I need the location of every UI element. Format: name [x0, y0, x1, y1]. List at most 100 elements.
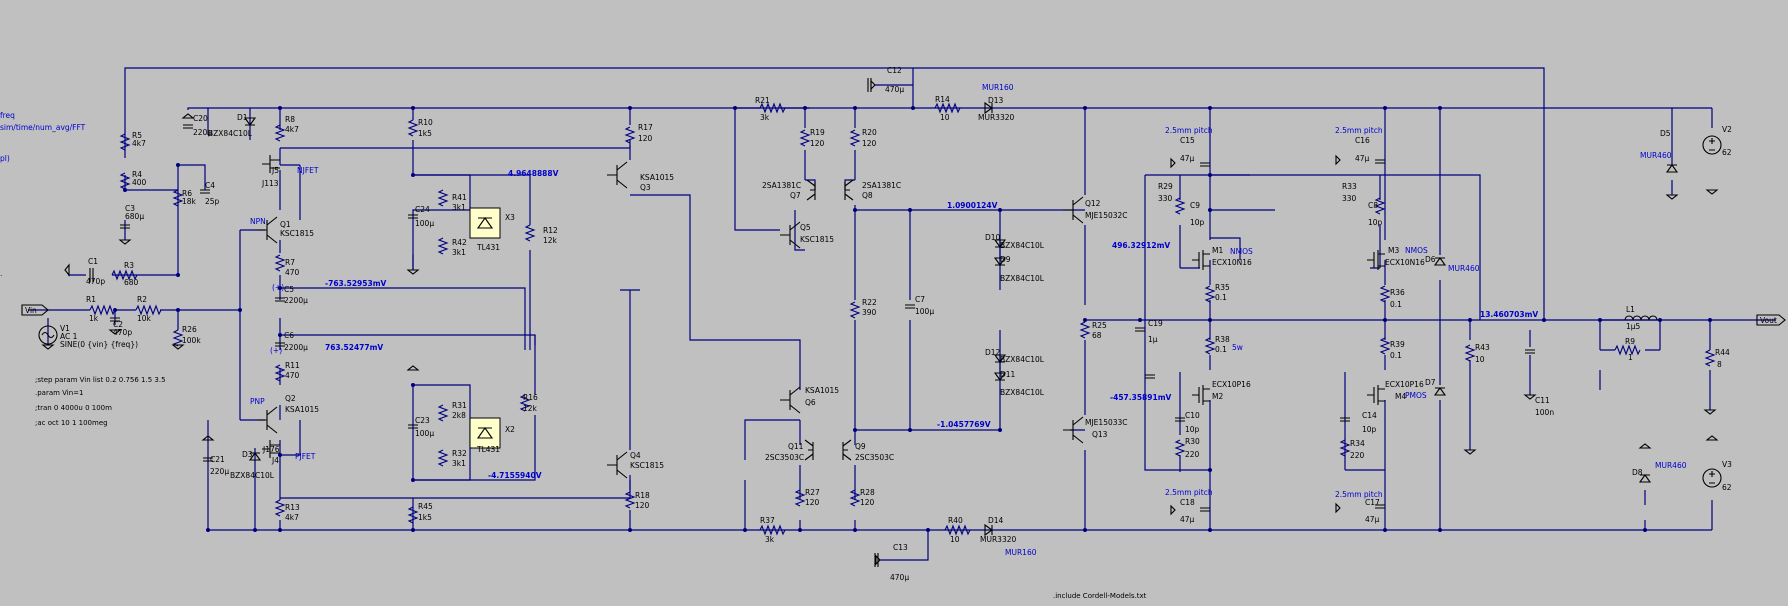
svg-text:18k: 18k — [182, 197, 197, 206]
svg-text:BZX84C10L: BZX84C10L — [1000, 241, 1045, 250]
svg-text:Q1: Q1 — [280, 220, 291, 229]
svg-text:47µ: 47µ — [1355, 154, 1370, 163]
svg-text:ECX10P16: ECX10P16 — [1385, 380, 1424, 389]
directive-tran: ;tran 0 4000u 0 100m — [35, 404, 112, 412]
svg-text:ECX10P16: ECX10P16 — [1212, 380, 1251, 389]
svg-text:D6: D6 — [1425, 255, 1436, 264]
svg-text:220µ: 220µ — [193, 128, 212, 137]
svg-text:C12: C12 — [887, 66, 902, 75]
svg-text:Q5: Q5 — [800, 223, 811, 232]
svg-text:C3: C3 — [125, 204, 135, 213]
svg-text:R18: R18 — [635, 491, 650, 500]
svg-text:C5: C5 — [284, 285, 294, 294]
svg-text:X2: X2 — [505, 425, 515, 434]
svg-text:2.5mm pitch: 2.5mm pitch — [1165, 488, 1213, 497]
svg-text:400: 400 — [132, 178, 147, 187]
svg-text:V3: V3 — [1722, 460, 1732, 469]
svg-text:R27: R27 — [805, 488, 820, 497]
svg-text:C24: C24 — [415, 205, 430, 214]
svg-text:R33: R33 — [1342, 182, 1357, 191]
svg-text:(+): (+) — [270, 346, 282, 355]
svg-text:C1: C1 — [88, 257, 98, 266]
svg-text:R12: R12 — [543, 226, 558, 235]
vin-port[interactable] — [21, 304, 49, 316]
svg-text:C15: C15 — [1180, 136, 1195, 145]
svg-text:C4: C4 — [205, 181, 215, 190]
svg-text:C23: C23 — [415, 416, 430, 425]
directive-pl: pl) — [0, 154, 10, 163]
svg-text:2.5mm pitch: 2.5mm pitch — [1335, 126, 1383, 135]
svg-text:KSC1815: KSC1815 — [280, 229, 314, 238]
svg-text:62: 62 — [1722, 148, 1732, 157]
svg-text:680µ: 680µ — [125, 212, 144, 221]
svg-text:Q7: Q7 — [790, 191, 801, 200]
svg-text:10: 10 — [1475, 355, 1485, 364]
svg-text:C14: C14 — [1362, 411, 1377, 420]
svg-text:D13: D13 — [988, 96, 1004, 105]
svg-text:2200µ: 2200µ — [284, 343, 308, 352]
svg-text:100µ: 100µ — [415, 219, 434, 228]
svg-text:PJFET: PJFET — [295, 452, 316, 461]
svg-text:1k5: 1k5 — [418, 513, 432, 522]
svg-text:3k1: 3k1 — [452, 459, 466, 468]
svg-text:R3: R3 — [124, 261, 134, 270]
v1-name: V1 — [60, 324, 70, 333]
svg-text:D14: D14 — [988, 516, 1004, 525]
v1-source-icon — [38, 325, 58, 345]
svg-text:J4: J4 — [271, 456, 279, 465]
svg-text:R39: R39 — [1390, 340, 1405, 349]
svg-text:NJFET: NJFET — [297, 166, 319, 175]
svg-text:ECX10N16: ECX10N16 — [1385, 258, 1425, 267]
svg-text:C2: C2 — [113, 320, 123, 329]
svg-text:47µ: 47µ — [1180, 515, 1195, 524]
svg-text:470p: 470p — [86, 277, 105, 286]
svg-text:C19: C19 — [1148, 319, 1163, 328]
directive-step: ;step param Vin list 0.2 0.756 1.5 3.5 — [35, 376, 166, 384]
svg-text:R25: R25 — [1092, 321, 1107, 330]
svg-text:R22: R22 — [862, 298, 877, 307]
svg-text:Q11: Q11 — [788, 442, 804, 451]
svg-text:D3: D3 — [242, 450, 253, 459]
directive-sim: sim/time/num_avg/FFT — [0, 123, 86, 132]
svg-text:C17: C17 — [1365, 498, 1380, 507]
svg-text:330: 330 — [1158, 194, 1173, 203]
svg-text:100n: 100n — [1535, 408, 1554, 417]
svg-text:3k1: 3k1 — [452, 248, 466, 257]
svg-text:R5: R5 — [132, 131, 142, 140]
vout-port[interactable] — [1756, 314, 1786, 326]
svg-text:4k7: 4k7 — [132, 139, 146, 148]
net-label-n8: -457.35891mV — [1110, 393, 1172, 402]
svg-text:3k: 3k — [765, 535, 775, 544]
svg-text:2SA1381C: 2SA1381C — [762, 181, 801, 190]
svg-text:2SA1381C: 2SA1381C — [862, 181, 901, 190]
svg-text:47µ: 47µ — [1365, 515, 1380, 524]
svg-text:R8: R8 — [285, 115, 295, 124]
svg-text:R13: R13 — [285, 503, 300, 512]
svg-text:R36: R36 — [1390, 288, 1405, 297]
svg-text:Q3: Q3 — [640, 183, 651, 192]
svg-text:C8: C8 — [1368, 201, 1378, 210]
svg-text:MUR460: MUR460 — [1640, 151, 1672, 160]
net-label-n5: 1.0900124V — [947, 201, 998, 210]
svg-text:Q12: Q12 — [1085, 199, 1101, 208]
svg-text:1k5: 1k5 — [418, 129, 432, 138]
svg-text:MUR3320: MUR3320 — [978, 113, 1014, 122]
directive-freq: freq — [0, 111, 15, 120]
svg-text:330: 330 — [1342, 194, 1357, 203]
svg-text:TL431: TL431 — [476, 445, 500, 454]
svg-text:R26: R26 — [182, 325, 197, 334]
v2-source-icon — [1702, 135, 1722, 155]
svg-text:2200µ: 2200µ — [284, 296, 308, 305]
svg-text:R28: R28 — [860, 488, 875, 497]
svg-text:47µ: 47µ — [1180, 154, 1195, 163]
net-label-n2: -763.52953mV — [325, 279, 387, 288]
svg-text:KSC1815: KSC1815 — [800, 235, 834, 244]
net-label-n4: -4.7155940V — [488, 471, 542, 480]
net-label-n7: 496.32912mV — [1112, 241, 1170, 250]
svg-text:2k8: 2k8 — [452, 411, 466, 420]
svg-text:220: 220 — [1185, 450, 1200, 459]
svg-text:R16: R16 — [523, 393, 538, 402]
svg-text:R6: R6 — [182, 189, 192, 198]
svg-text:0.1: 0.1 — [1390, 300, 1402, 309]
